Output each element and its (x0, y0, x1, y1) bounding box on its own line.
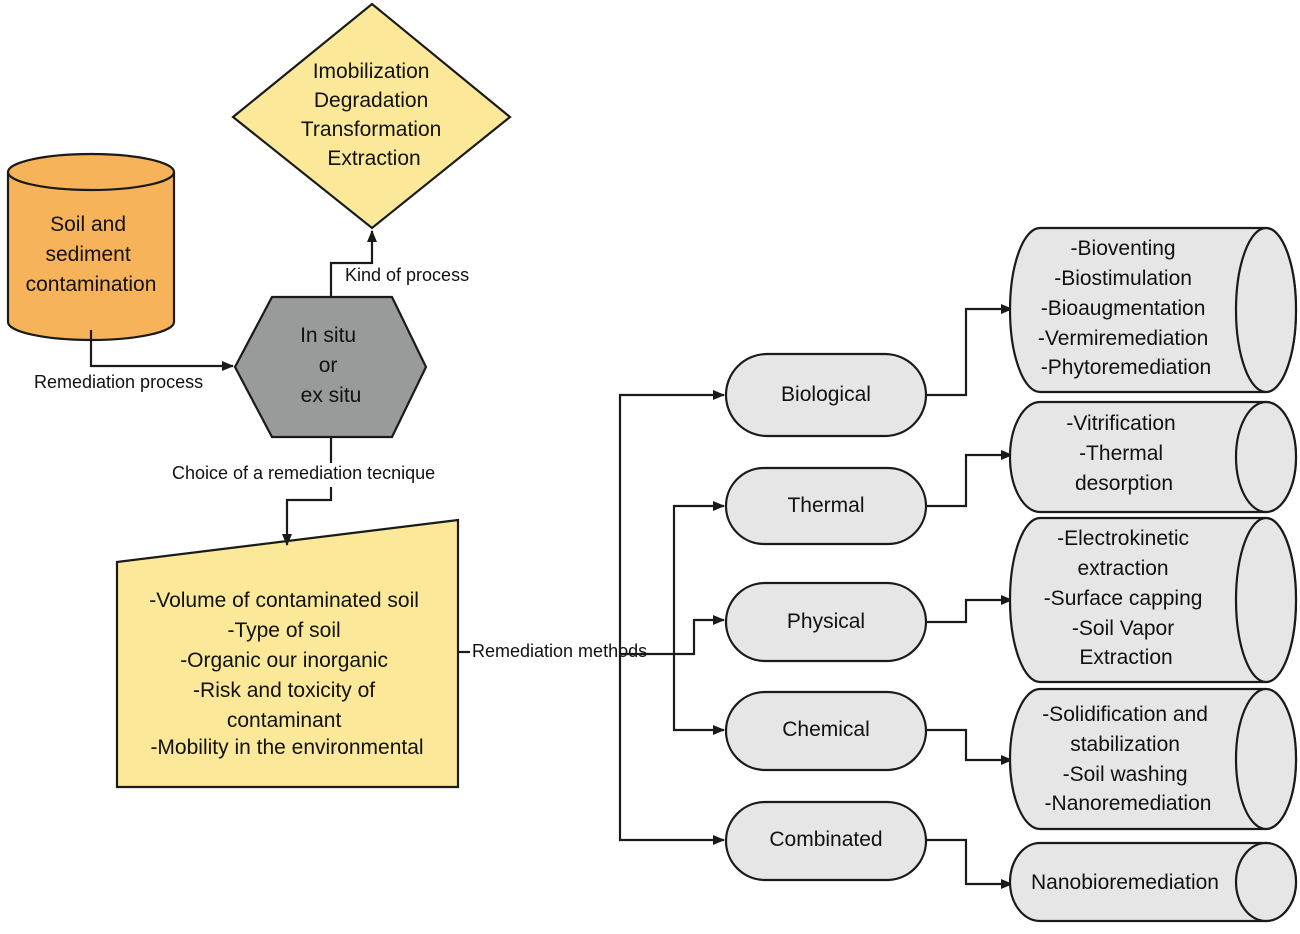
techniques-thermal: -Vitrification -Thermal desorption (1008, 400, 1298, 514)
techniques-chemical: -Solidification and stabilization -Soil … (1008, 687, 1298, 831)
process-type-line: Transformation (301, 118, 441, 141)
contamination-label: Soil and sediment contamination (26, 213, 157, 296)
method-biological-shape (724, 352, 928, 438)
criteria-line: -Mobility in the environmental (150, 736, 423, 759)
method-chemical: Chemical (724, 690, 928, 772)
connector-methods-trunk-lower (618, 654, 725, 845)
method-physical-label: Physical (787, 610, 865, 633)
method-physical: Physical (724, 581, 928, 663)
criteria-line: contaminant (227, 709, 342, 732)
method-combinated: Combinated (724, 800, 928, 882)
techniques-chemical-label: -Solidification and stabilization -Soil … (1042, 703, 1214, 815)
technique-item: desorption (1075, 472, 1173, 495)
situ-hexagon-shape (233, 295, 428, 439)
method-chemical-shape (724, 690, 928, 772)
method-chemical-label: Chemical (782, 718, 870, 741)
techniques-physical: -Electrokinetic extraction -Surface capp… (1008, 516, 1298, 684)
techniques-combinated-cap (1234, 841, 1298, 923)
selection-criteria-box: -Volume of contaminated soil -Type of so… (115, 518, 460, 789)
contamination-cylinder: Soil and sediment contamination (6, 152, 176, 342)
technique-item: stabilization (1070, 733, 1180, 756)
selection-criteria-shape (115, 518, 460, 789)
edge-label-remediation-process: Remediation process (34, 372, 203, 392)
techniques-biological-label: -Bioventing -Biostimulation -Bioaugmenta… (1038, 237, 1214, 379)
technique-item: extraction (1078, 557, 1169, 580)
edge-label-remediation-methods: Remediation methods (472, 641, 647, 661)
connector-methods-branch-inner (672, 501, 725, 654)
criteria-line: -Type of soil (227, 619, 340, 642)
process-types-diamond-shape (231, 2, 512, 230)
criteria-line: -Volume of contaminated soil (149, 589, 419, 612)
method-physical-shape (724, 581, 928, 663)
connector-kind-of-process (329, 230, 377, 297)
process-types-diamond: Imobilization Degradation Transformation… (231, 2, 512, 230)
connector-combinated-techniques (926, 838, 1013, 889)
technique-item: -Biostimulation (1054, 267, 1192, 290)
technique-item: -Phytoremediation (1041, 356, 1211, 379)
edge-label-kind-of-process: Kind of process (345, 265, 469, 285)
method-biological-label: Biological (781, 383, 871, 406)
method-thermal-label: Thermal (787, 494, 864, 517)
technique-item: -Bioventing (1071, 237, 1176, 260)
method-combinated-shape (724, 800, 928, 882)
method-thermal-shape (724, 466, 928, 546)
techniques-chemical-cap (1234, 687, 1298, 831)
process-type-line: Imobilization (313, 60, 430, 83)
situ-line: ex situ (301, 384, 362, 407)
techniques-combinated: Nanobioremediation (1008, 841, 1298, 923)
techniques-physical-cap (1234, 516, 1298, 684)
technique-item: Extraction (1079, 646, 1172, 669)
contamination-line: Soil and (50, 213, 126, 236)
connector-physical-techniques (926, 595, 1013, 624)
criteria-line: -Organic our inorganic (180, 649, 388, 672)
selection-criteria-label: -Volume of contaminated soil -Type of so… (149, 589, 425, 759)
connector-methods-branch-inner-lower (672, 654, 725, 735)
situ-line: In situ (300, 324, 356, 347)
technique-item: -Electrokinetic (1057, 527, 1189, 550)
connector-chemical-techniques (926, 728, 1013, 765)
connector-methods-branch (686, 615, 725, 656)
technique-item: -Solidification and (1042, 703, 1208, 726)
method-combinated-label: Combinated (769, 828, 882, 851)
technique-item: -Nanoremediation (1045, 792, 1212, 815)
contamination-line: contamination (26, 273, 157, 296)
criteria-line: -Risk and toxicity of (193, 679, 375, 702)
technique-item: -Vitrification (1066, 412, 1175, 435)
situ-label: In situ or ex situ (300, 324, 362, 407)
techniques-biological-cap (1234, 226, 1298, 394)
situ-line: or (319, 354, 338, 377)
method-thermal: Thermal (724, 466, 928, 546)
connector-biological-techniques (926, 304, 1013, 397)
contamination-line: sediment (45, 243, 130, 266)
techniques-thermal-label: -Vitrification -Thermal desorption (1066, 412, 1181, 495)
techniques-physical-label: -Electrokinetic extraction -Surface capp… (1044, 527, 1209, 669)
techniques-combinated-label: Nanobioremediation (1031, 871, 1219, 894)
situ-hexagon: In situ or ex situ (233, 295, 428, 439)
method-biological: Biological (724, 352, 928, 438)
connector-remediation-process (89, 330, 234, 371)
connector-choice-lower (282, 487, 333, 546)
contamination-cylinder-top (6, 152, 176, 192)
process-type-line: Degradation (314, 89, 428, 112)
edge-label-choice: Choice of a remediation tecnique (172, 463, 435, 483)
connector-thermal-techniques (926, 450, 1013, 508)
technique-item: -Bioaugmentation (1041, 297, 1206, 320)
process-types-label: Imobilization Degradation Transformation… (301, 60, 447, 170)
technique-item: -Vermiremediation (1038, 327, 1208, 350)
technique-item: -Thermal (1079, 442, 1163, 465)
technique-item: -Soil washing (1063, 763, 1188, 786)
technique-item: -Soil Vapor (1072, 617, 1174, 640)
techniques-thermal-cap (1234, 400, 1298, 514)
process-type-line: Extraction (327, 147, 420, 170)
technique-item: -Surface capping (1044, 587, 1203, 610)
connector-methods-trunk (618, 390, 725, 656)
techniques-biological: -Bioventing -Biostimulation -Bioaugmenta… (1008, 226, 1298, 394)
